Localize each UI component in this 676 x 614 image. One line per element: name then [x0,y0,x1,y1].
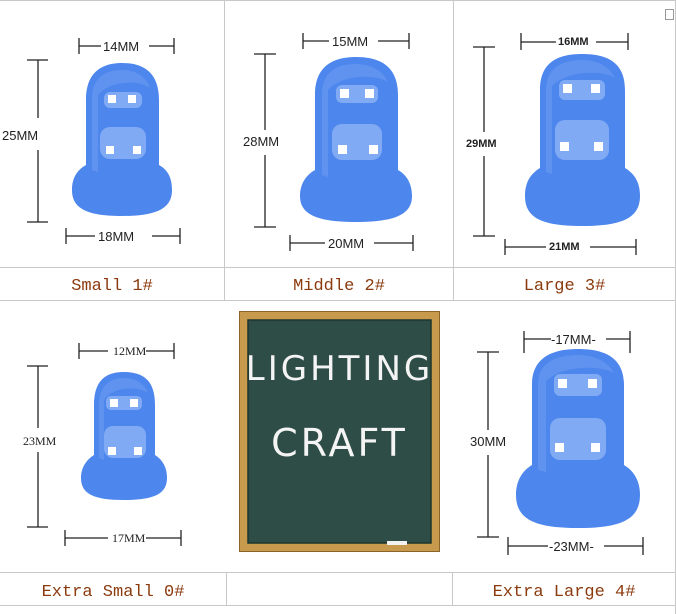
top-width-label: 15MM [332,34,369,49]
product-caption: Small 1# [71,277,153,296]
grid-line [452,572,453,606]
bottom-width-label: 20MM [328,236,365,251]
bottom-width-label: 21MM [549,241,580,253]
product-caption: Extra Small 0# [41,583,185,602]
product-caption: Large 3# [523,277,606,296]
top-width-label: -17MM- [551,332,596,347]
grid-line [226,572,227,606]
top-width-label: 16MM [558,36,589,48]
chalkboard-logo: LIGHTING CRAFT [239,311,440,552]
corner-marker [665,9,674,20]
board-line-1: LIGHTING [245,349,434,389]
grid-line [0,267,676,268]
grid-line [0,300,676,301]
bottom-width-label: -23MM- [549,539,594,554]
top-width-label: 14MM [103,39,140,54]
grid-line [224,0,225,300]
grid-line [0,605,676,606]
height-label: 28MM [243,134,280,149]
grid-line [0,572,676,573]
bottom-width-label: 17MM [112,531,146,545]
height-label: 30MM [470,434,507,449]
grid-line [0,0,676,1]
product-caption: Extra Large 4# [492,583,636,602]
product-caption: Middle 2# [293,277,385,296]
board-line-2: CRAFT [271,421,408,465]
height-label: 25MM [2,128,39,143]
height-label: 29MM [466,138,497,150]
height-label: 23MM [23,434,57,448]
grid-line [453,0,454,300]
chalkboard-frame [239,311,440,552]
top-width-label: 12MM [113,344,147,358]
bottom-width-label: 18MM [98,229,135,244]
